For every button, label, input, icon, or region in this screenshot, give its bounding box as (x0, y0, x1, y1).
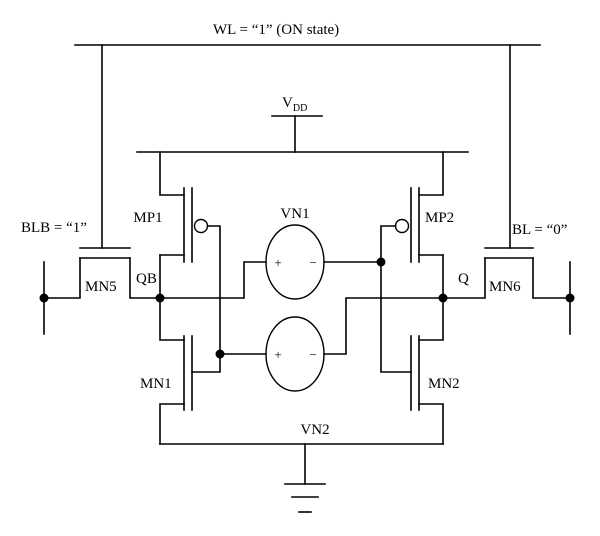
vn2-minus: − (309, 347, 316, 362)
vdd-label-subscript: DD (293, 103, 307, 114)
ground (159, 443, 444, 513)
node-qb-label: QB (136, 271, 157, 287)
vn1-source: VN1 + − (159, 206, 382, 300)
vdd-supply: VDD (136, 95, 469, 153)
mn6-label: MN6 (489, 279, 521, 295)
mn5-transistor: MN5 (43, 247, 161, 335)
vn1-minus: − (309, 255, 316, 270)
mp1-transistor: MP1 (133, 151, 221, 355)
vn1-plus: + (274, 255, 281, 270)
junction-dot-q (438, 293, 448, 303)
mn6-transistor: MN6 (442, 247, 571, 335)
mn5-label: MN5 (85, 279, 117, 295)
junction-dot-qb (155, 293, 165, 303)
blb-label: BLB = “1” (21, 220, 87, 236)
word-line: WL = “1” (ON state) (74, 22, 541, 249)
junction-dot-bl (565, 293, 575, 303)
mn1-transistor: MN1 (140, 254, 221, 445)
mp1-label: MP1 (133, 210, 162, 226)
node-q-label: Q (458, 271, 469, 287)
vn1-label: VN1 (280, 206, 309, 222)
mn1-label: MN1 (140, 376, 172, 392)
vn2-source: + − VN2 (219, 297, 444, 438)
mp2-transistor: MP2 (380, 151, 454, 263)
vdd-label-main: V (282, 95, 293, 111)
junction-dot-right-gate (376, 257, 386, 267)
junction-dot-left-gate (215, 349, 225, 359)
mn2-label: MN2 (428, 376, 460, 392)
vn2-label: VN2 (300, 422, 329, 438)
mn2-transistor: MN2 (380, 254, 460, 445)
bl-label: BL = “0” (512, 222, 567, 238)
junction-dots (39, 257, 575, 359)
mp2-label: MP2 (425, 210, 454, 226)
junction-dot-blb (39, 293, 49, 303)
word-line-label: WL = “1” (ON state) (213, 22, 339, 38)
vn2-plus: + (274, 347, 281, 362)
vdd-label: VDD (282, 95, 307, 114)
